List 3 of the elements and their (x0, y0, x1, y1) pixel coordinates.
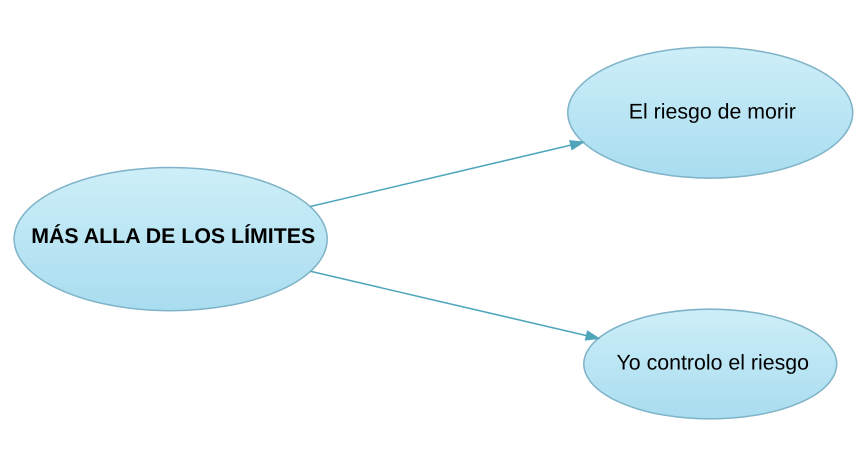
arrow (310, 270, 601, 341)
arrow (310, 140, 586, 208)
node-ellipse: MÁS ALLA DE LOS LÍMITES (13, 166, 328, 312)
